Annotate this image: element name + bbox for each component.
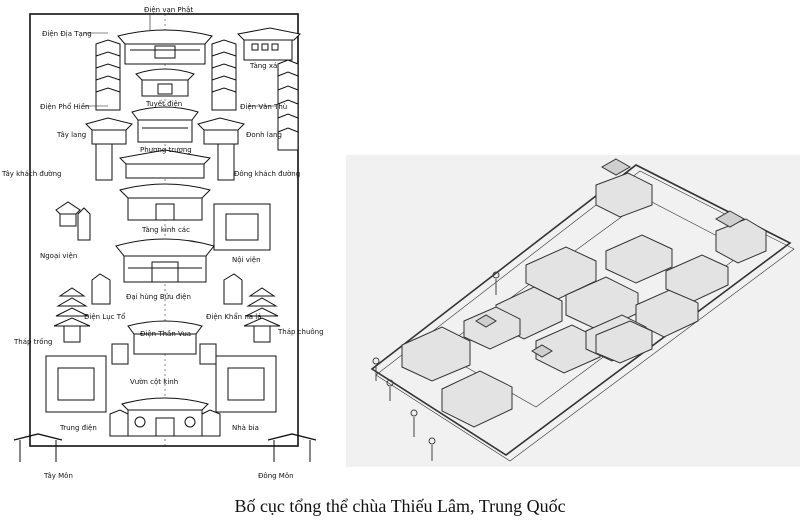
label-tay-mon: Tây Môn xyxy=(44,472,73,480)
building-ngoai-vien xyxy=(55,201,91,241)
label-dong-mon: Đông Môn xyxy=(258,472,294,480)
temple-aerial-illustration xyxy=(346,155,800,467)
label-donh-lang: Đonh lang xyxy=(246,131,282,139)
label-ngoai-vien: Ngoại viện xyxy=(40,252,78,260)
label-dong-khach-duong: Đông khách đường xyxy=(234,170,301,178)
building-noi-vien xyxy=(213,203,271,251)
label-nha-bia: Nhà bia xyxy=(232,424,259,432)
building-trung-dien xyxy=(45,355,107,413)
label-phuong-truong: Phương trượng xyxy=(140,146,192,154)
plan-illustration xyxy=(13,13,317,462)
gate-dong-mon xyxy=(267,433,317,462)
gate-tay-mon xyxy=(13,433,63,462)
building-main-gate xyxy=(109,397,221,437)
building-tay-lang xyxy=(85,117,133,145)
label-dien-van-thu: Điện Văn Thù xyxy=(240,103,288,111)
label-dien-khan-na-la: Điện Khẩn na lá xyxy=(206,313,262,321)
label-vuon-cot-kinh: Vườn cột kinh xyxy=(130,378,179,386)
building-main-hall-upper xyxy=(131,106,199,143)
label-tuyet-dien: Tuyết điện xyxy=(146,100,183,108)
building-dien-van-thu xyxy=(211,39,237,111)
label-tang-xa: Tàng xá xyxy=(250,62,278,70)
building-donh-lang xyxy=(197,117,245,145)
building-tang-xa xyxy=(236,27,302,61)
pagoda-thap-trong xyxy=(53,287,91,343)
label-tang-kinh-cac: Tàng kinh các xyxy=(142,226,190,234)
label-dien-luc-to: Điện Lục Tổ xyxy=(84,313,126,321)
label-dien-than-vua: Điện Thần Vua xyxy=(140,330,192,338)
label-dien-pho-hien: Điện Phổ Hiền xyxy=(40,103,90,111)
label-tay-lang: Tây lang xyxy=(57,131,87,139)
label-dai-hung-buu-dien: Đại hùng Bửu điện xyxy=(126,293,191,301)
label-thap-trong: Tháp trống xyxy=(14,338,53,346)
building-dien-van-phat xyxy=(117,29,213,65)
label-thap-chuong: Tháp chuông xyxy=(278,328,324,336)
label-noi-vien: Nội viện xyxy=(232,256,261,264)
label-dien-van-phat: Điện vạn Phật xyxy=(144,6,194,14)
building-phuong-truong xyxy=(95,143,235,181)
building-tang-kinh-cac xyxy=(119,183,211,221)
label-trung-dien: Trung điện xyxy=(60,424,97,432)
pagoda-thap-chuong xyxy=(243,287,281,343)
building-dien-than-vua xyxy=(111,320,217,365)
building-dien-dia-tang xyxy=(95,39,121,111)
label-dien-dia-tang: Điện Địa Tạng xyxy=(42,30,92,38)
building-right-long-hall xyxy=(277,59,299,151)
label-tay-khach-duong: Tây khách đường xyxy=(2,170,62,178)
temple-plan-drawing: Điện vạn Phật Điện Địa Tạng Tàng xá Điện… xyxy=(0,0,340,490)
building-tuyet-dien xyxy=(135,68,195,97)
building-dai-hung-buu-dien xyxy=(115,238,215,283)
building-nha-bia xyxy=(215,355,277,413)
figure-caption: Bố cục tổng thể chùa Thiếu Lâm, Trung Qu… xyxy=(234,496,566,516)
aerial-illustration xyxy=(370,158,795,462)
